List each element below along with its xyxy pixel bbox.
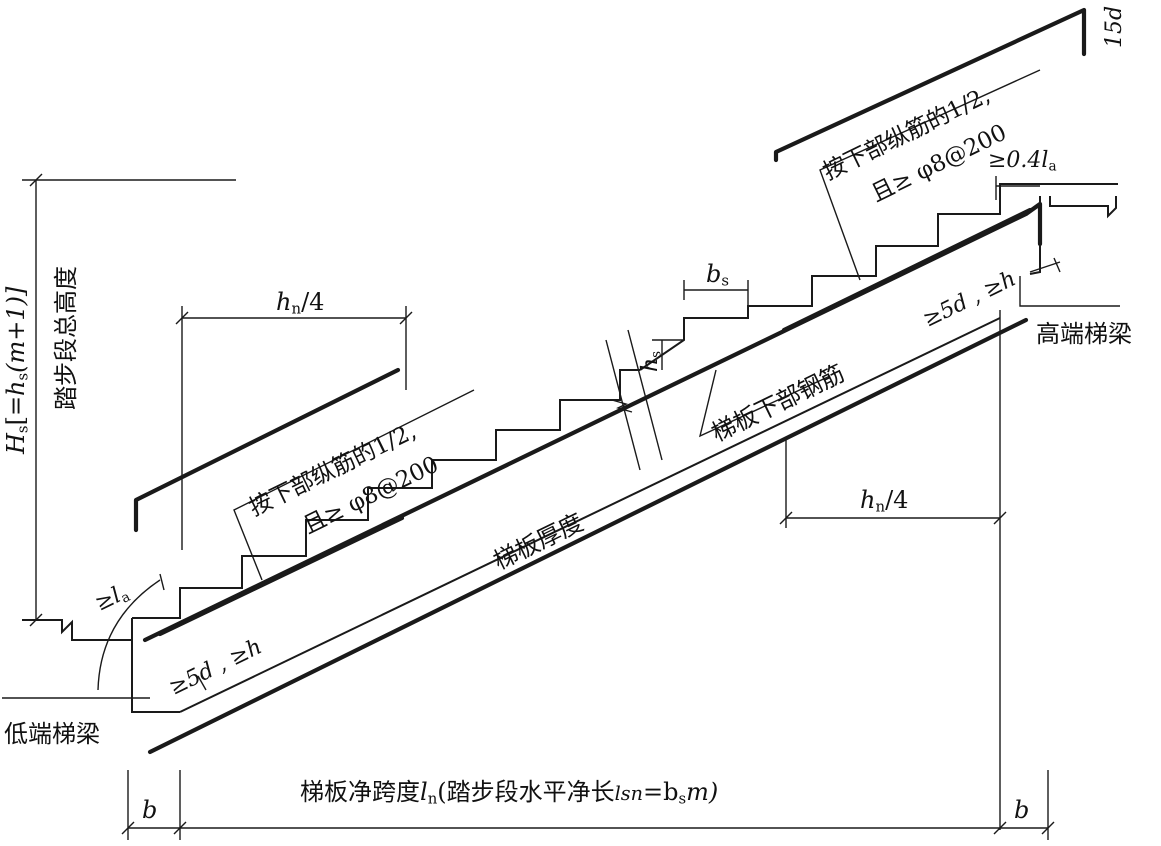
span-m: m) — [686, 778, 719, 806]
hn4-right-sub: n — [875, 497, 886, 516]
total-height-eq: [= — [2, 395, 30, 426]
total-height-label: Hs[=hs(m+1)] — [2, 286, 32, 454]
span-label: 梯板净跨度ln(踏步段水平净长lsn=bsm) — [300, 780, 718, 807]
slab-bottom-line — [179, 317, 1001, 713]
top-rebar-left — [133, 367, 401, 533]
leader-lines — [97, 69, 1061, 691]
b-right-label: b — [1014, 796, 1030, 824]
dimension-b-span — [121, 770, 1055, 840]
b-left-label: b — [142, 796, 158, 824]
span-paren: (踏步段水平净长 — [437, 778, 615, 806]
span-l: l — [420, 778, 428, 806]
hn4-left-tail: /4 — [301, 288, 325, 316]
dimension-bs — [683, 280, 749, 318]
high-beam-label: 高端梯梁 — [1036, 320, 1132, 348]
total-height-h: H — [2, 433, 30, 454]
span-prefix: 梯板净跨度 — [300, 778, 420, 806]
hn4-right-h: h — [860, 486, 876, 514]
span-lsn: lsn — [614, 782, 643, 805]
stair-steps-profile — [132, 183, 1118, 619]
hn4-right-label: hn/4 — [860, 488, 908, 515]
hn4-left-sub: n — [291, 299, 302, 318]
total-height-hs-sub: s — [13, 372, 32, 381]
hs-sub: s — [648, 350, 665, 358]
slab-bottom-bar — [147, 317, 1029, 755]
low-beam-label: 低端梯梁 — [4, 720, 100, 748]
hs-h: h — [638, 357, 663, 372]
total-height-cn-label: 踏步段总高度 — [52, 266, 80, 410]
bottom-rebar — [142, 201, 1043, 643]
dimension-total-height — [22, 173, 236, 627]
la-right-label: ≥0.4la — [988, 150, 1057, 174]
bs-label: bs — [706, 262, 729, 289]
hook-15d-label: 15d — [1102, 5, 1127, 48]
la-right-l: ≥0.4l — [988, 148, 1049, 173]
top-rebar-right-lower — [781, 207, 1033, 333]
span-l-sub: n — [427, 789, 438, 808]
total-height-hs: h — [2, 380, 30, 396]
dimension-hs — [652, 339, 684, 370]
bs-sub: s — [721, 271, 730, 290]
total-height-tail: (m+1)] — [2, 286, 30, 373]
top-rebar-left-lower — [157, 515, 405, 637]
dimension-hn4-left — [175, 306, 413, 550]
top-rebar-right — [773, 7, 1087, 163]
dimension-hn4-right — [779, 440, 1007, 528]
high-end-beam-outline — [999, 196, 1120, 830]
low-end-beam-outline — [2, 618, 180, 713]
la-right-sub: a — [1048, 158, 1057, 175]
hn4-right-tail: /4 — [885, 486, 909, 514]
span-bs-sub: s — [678, 789, 687, 808]
hs-label: hs — [638, 350, 665, 372]
bs-b: b — [706, 260, 722, 288]
hn4-left-h: h — [276, 288, 292, 316]
total-height-h-sub: s — [13, 425, 32, 434]
span-eq: =b — [643, 778, 679, 806]
hn4-left-label: hn/4 — [276, 290, 324, 317]
